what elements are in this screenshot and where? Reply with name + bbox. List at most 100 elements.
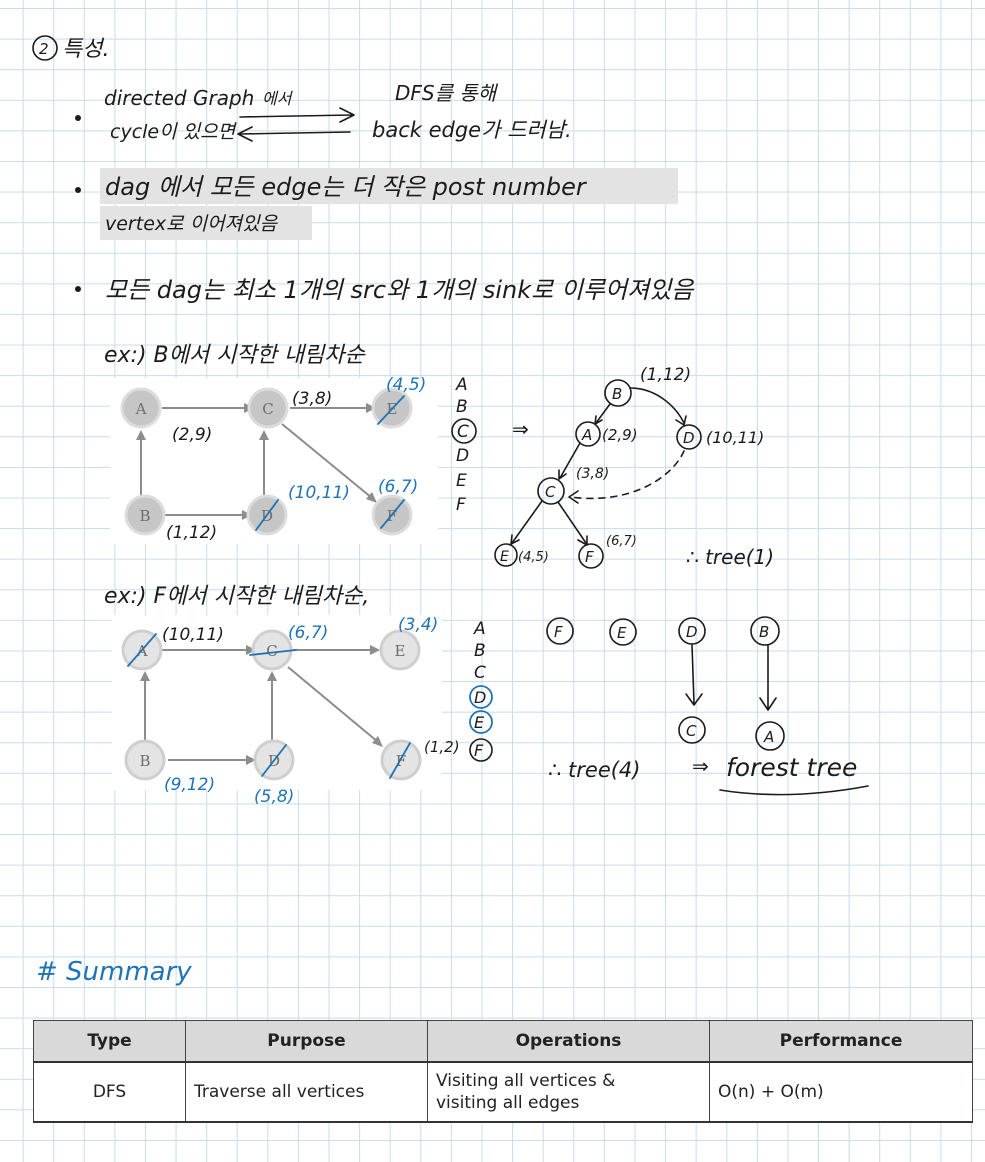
cell-operations-line1: Visiting all vertices & [436, 1071, 616, 1091]
order-item: F [474, 741, 484, 760]
forest-node-label: B [759, 623, 769, 641]
implies-arrow: ⇒ [512, 417, 529, 441]
arrowhead [140, 671, 150, 681]
tree-label-D: (10,11) [706, 428, 764, 447]
annotation-D: (5,8) [254, 787, 294, 807]
arrowhead [136, 430, 146, 440]
arrowhead [370, 645, 380, 655]
arrowhead [366, 403, 376, 413]
tree-node [575, 421, 601, 447]
tree-conclusion: ∴ tree(1) [686, 545, 774, 569]
example1-dfs-tree: B A D C E F (1,12) (2,9) (10,11) (3,8) (… [494, 365, 774, 569]
annotation-D: (10,11) [288, 483, 350, 503]
tree-edge [594, 403, 611, 425]
forest-node [546, 617, 574, 645]
visited-mark [127, 633, 411, 779]
underline [719, 785, 869, 796]
node-label: C [266, 642, 277, 660]
cell-operations-line2: visiting all edges [436, 1093, 580, 1113]
arrowhead [568, 490, 579, 504]
annotation-E: (3,4) [398, 615, 438, 635]
tree-node-label: B [612, 385, 622, 403]
order-item: E [456, 471, 467, 491]
tree-node-label: A [581, 426, 592, 444]
forest-node [609, 618, 637, 646]
annotation-A: (10,11) [162, 625, 224, 645]
order-item: C [474, 663, 486, 683]
annotation-E: (4,5) [386, 375, 426, 395]
node-label: F [396, 752, 406, 770]
tree-node-label: E [500, 549, 509, 565]
tree-label-F: (6,7) [606, 534, 637, 549]
forest-node-label: A [763, 728, 774, 746]
graph-node [124, 739, 166, 781]
order-item: B [456, 397, 468, 417]
visited-circle [469, 710, 493, 734]
order-item: A [455, 375, 468, 395]
node-label: C [262, 400, 273, 418]
back-edge [569, 450, 685, 500]
tree-node [676, 424, 702, 450]
section-number-circle [32, 35, 58, 61]
annotation-C: (3,8) [292, 389, 332, 409]
bullet-dot [75, 187, 81, 193]
tree-node [494, 543, 518, 567]
order-item: A [473, 619, 486, 639]
summary-heading: # Summary [36, 957, 192, 987]
column-header-performance: Performance [709, 1020, 973, 1063]
arrowhead [267, 671, 277, 681]
left-arrow [237, 126, 351, 142]
forest-node-label: C [686, 722, 697, 740]
arrowhead [259, 430, 269, 440]
right-arrow [239, 107, 355, 123]
node-label: B [139, 507, 150, 525]
visited-mark [255, 395, 405, 531]
cell-operations: Visiting all vertices & visiting all edg… [427, 1061, 710, 1123]
tree-label-B: (1,12) [640, 365, 691, 385]
annotation-C: (6,7) [288, 623, 328, 643]
graph-node [124, 494, 166, 536]
graph-edge [287, 666, 379, 743]
forest-node-label: D [686, 623, 698, 641]
tree-label-C: (3,8) [576, 466, 609, 482]
bullet1-line1-right: DFS를 통해 [395, 81, 499, 105]
order-item: F [456, 495, 466, 515]
summary-table: Type Purpose Operations Performance DFS … [33, 1020, 973, 1123]
bullet3-line1: 모든 dag는 최소 1개의 src와 1개의 sink로 이루어져있음 [105, 276, 695, 304]
bullet-dot [75, 286, 81, 292]
graph-node [379, 629, 421, 671]
cell-purpose: Traverse all vertices [185, 1061, 428, 1123]
arrowhead [246, 645, 256, 655]
forest-node [678, 617, 706, 645]
forest-node [750, 616, 780, 646]
order-item: B [474, 641, 486, 661]
tree-edge [510, 500, 543, 545]
table-row: DFS Traverse all vertices Visiting all v… [33, 1061, 973, 1123]
bullet1-line1-left: directed Graph [104, 86, 254, 110]
bullet2-line1: dag 에서 모든 edge는 더 작은 post number [105, 173, 588, 201]
example2-forest: F E D B C A ∴ tree(4) ⇒ forest tree [546, 616, 869, 796]
tree-node [537, 477, 565, 505]
notes-canvas: 2 특성. directed Graph 에서 DFS를 통해 cycle이 있… [32, 35, 869, 987]
forest-result: forest tree [726, 753, 857, 782]
section-number: 2 [39, 40, 49, 58]
forest-conclusion: ∴ tree(4) [548, 758, 641, 782]
current-circle [451, 418, 477, 444]
bullet1-line2-left: cycle이 있으면 [110, 121, 238, 143]
tree-edge [558, 442, 581, 480]
node-label: E [395, 642, 406, 660]
annotation-A: (2,9) [172, 425, 212, 445]
arrowhead [366, 492, 377, 503]
tree-node [604, 379, 632, 407]
example1-order-list: A B C D E F ⇒ [451, 375, 529, 515]
order-item: D [474, 688, 486, 707]
section-title: 특성. [62, 37, 109, 62]
graph-node [247, 387, 289, 429]
annotation-F: (6,7) [378, 477, 418, 497]
tree-label-A: (2,9) [602, 426, 638, 444]
tree-label-E: (4,5) [518, 550, 549, 565]
column-header-type: Type [33, 1020, 186, 1063]
highlight-band [100, 206, 312, 240]
cell-performance: O(n) + O(m) [709, 1061, 973, 1123]
forest-edge [759, 645, 777, 711]
